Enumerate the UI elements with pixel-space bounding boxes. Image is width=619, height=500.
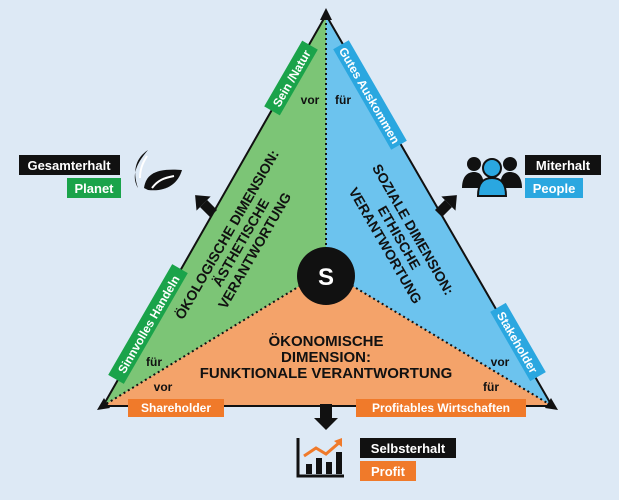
people-label: People (533, 181, 576, 196)
gesamterhalt-label: Gesamterhalt (27, 158, 111, 173)
arrow-to-people (434, 195, 457, 218)
prep-fuer-top-right: für (335, 93, 351, 107)
corner-profit: Selbsterhalt Profit (360, 438, 456, 481)
arrow-to-profit (314, 404, 338, 430)
leaf-icon (134, 150, 182, 191)
economic-title-line2: DIMENSION: (281, 349, 371, 366)
center-letter: S (318, 264, 334, 291)
prep-fuer-right: für (483, 380, 499, 394)
arrow-to-planet (195, 195, 218, 218)
divider-right (325, 269, 550, 405)
profit-label: Profit (371, 464, 406, 479)
growth-chart-icon (296, 438, 344, 478)
economic-title: ÖKONOMISCHE DIMENSION: FUNKTIONALE VERAN… (200, 333, 452, 382)
svg-text:Shareholder: Shareholder (141, 401, 211, 415)
planet-label: Planet (74, 181, 114, 196)
economic-title-line3: FUNKTIONALE VERANTWORTUNG (200, 365, 452, 382)
prep-fuer-left: für (146, 355, 162, 369)
prep-vor-right: vor (491, 355, 510, 369)
economic-sector (103, 270, 552, 406)
left-arrowhead (97, 398, 110, 410)
prep-vor-left: vor (154, 380, 173, 394)
selbsterhalt-label: Selbsterhalt (371, 441, 446, 456)
label-shareholder: Shareholder (128, 399, 224, 417)
top-arrowhead (320, 8, 332, 20)
label-profitables-wirtschaften: Profitables Wirtschaften (356, 399, 526, 417)
center-circle (297, 247, 355, 305)
corner-people: Miterhalt People (525, 155, 601, 198)
svg-text:Profitables Wirtschaften: Profitables Wirtschaften (372, 401, 510, 415)
corner-planet: Gesamterhalt Planet (19, 155, 121, 198)
prep-vor-top-left: vor (301, 93, 320, 107)
right-arrowhead (545, 398, 558, 410)
people-icon (462, 157, 522, 197)
miterhalt-label: Miterhalt (536, 158, 591, 173)
economic-title-line1: ÖKONOMISCHE (268, 333, 383, 350)
